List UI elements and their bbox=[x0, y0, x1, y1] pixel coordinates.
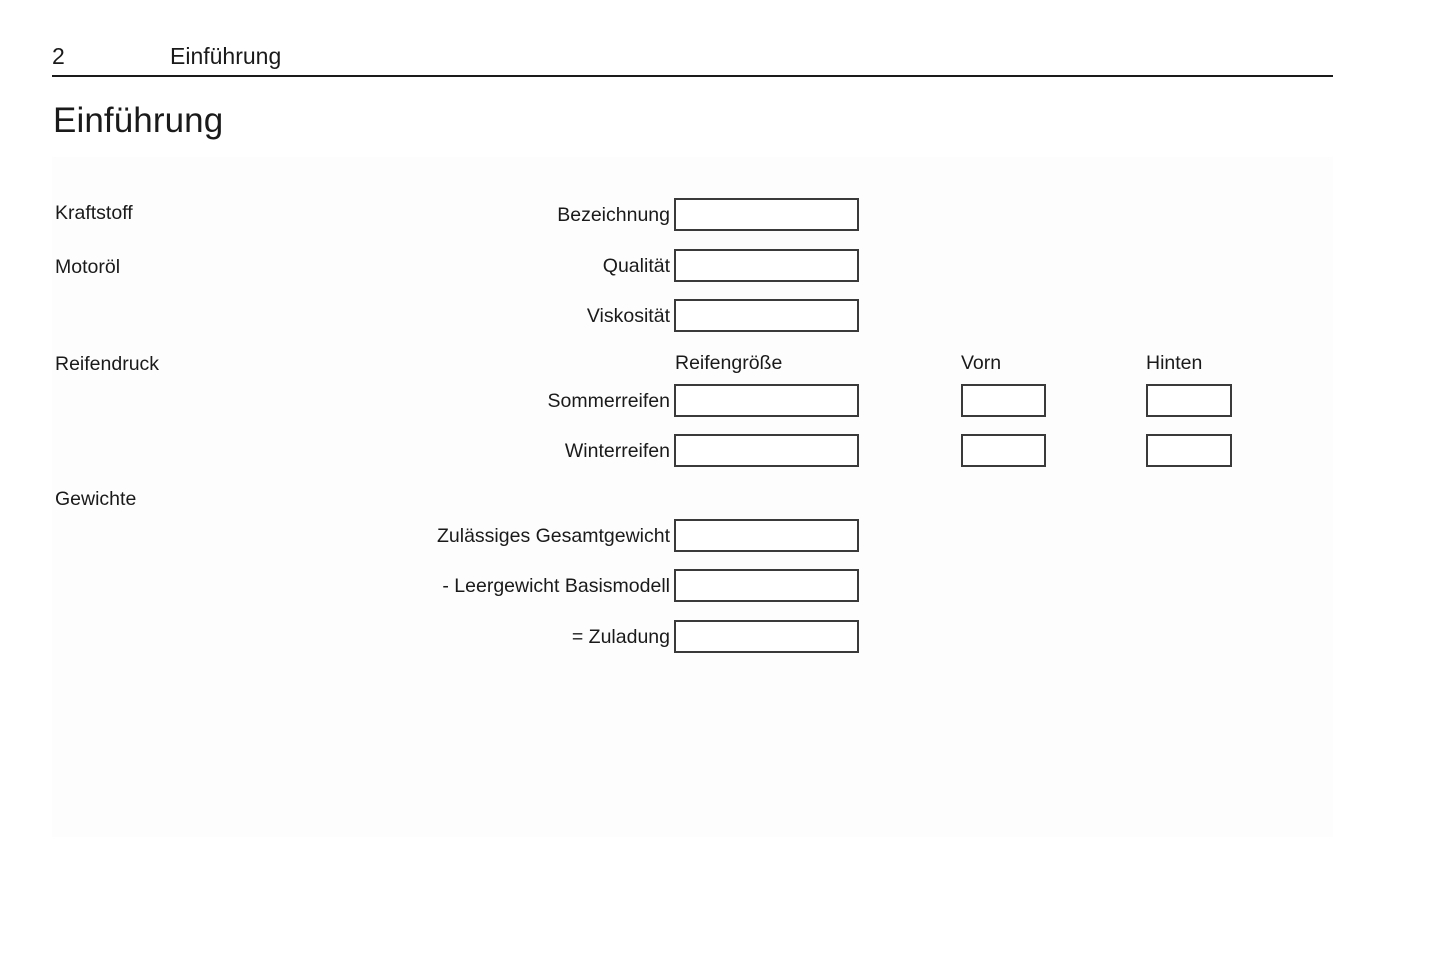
field-label-winter-tires: Winterreifen bbox=[564, 440, 670, 462]
running-head: 2 Einführung bbox=[52, 42, 1333, 76]
column-header-rear: Hinten bbox=[1146, 352, 1203, 374]
input-payload[interactable] bbox=[674, 620, 859, 653]
field-label-payload: = Zuladung bbox=[571, 626, 670, 648]
input-summer-tire-size[interactable] bbox=[674, 384, 859, 417]
section-label-weights: Gewichte bbox=[55, 488, 137, 510]
section-label-engine-oil: Motoröl bbox=[55, 256, 121, 278]
field-label-kerb-weight: - Leergewicht Basismodell bbox=[442, 575, 670, 597]
field-label-viscosity: Viskosität bbox=[586, 305, 670, 327]
header-rule-divider bbox=[52, 75, 1333, 77]
input-winter-tire-rear[interactable] bbox=[1146, 434, 1232, 467]
field-label-designation: Bezeichnung bbox=[557, 204, 670, 226]
field-label-gross-weight: Zulässiges Gesamtgewicht bbox=[436, 525, 670, 547]
page-title: Einführung bbox=[53, 101, 224, 140]
field-label-quality: Qualität bbox=[602, 255, 670, 277]
page-number: 2 bbox=[52, 43, 65, 69]
section-label-tire-pressure: Reifendruck bbox=[55, 353, 160, 375]
input-quality[interactable] bbox=[674, 249, 859, 282]
input-designation[interactable] bbox=[674, 198, 859, 231]
column-header-front: Vorn bbox=[961, 352, 1002, 374]
section-label-fuel: Kraftstoff bbox=[55, 202, 133, 224]
input-viscosity[interactable] bbox=[674, 299, 859, 332]
field-label-summer-tires: Sommerreifen bbox=[547, 390, 670, 412]
input-summer-tire-front[interactable] bbox=[961, 384, 1046, 417]
input-kerb-weight[interactable] bbox=[674, 569, 859, 602]
input-winter-tire-front[interactable] bbox=[961, 434, 1046, 467]
running-head-title: Einführung bbox=[170, 43, 282, 69]
column-header-tire-size: Reifengröße bbox=[675, 352, 783, 374]
input-summer-tire-rear[interactable] bbox=[1146, 384, 1232, 417]
input-winter-tire-size[interactable] bbox=[674, 434, 859, 467]
input-gross-weight[interactable] bbox=[674, 519, 859, 552]
